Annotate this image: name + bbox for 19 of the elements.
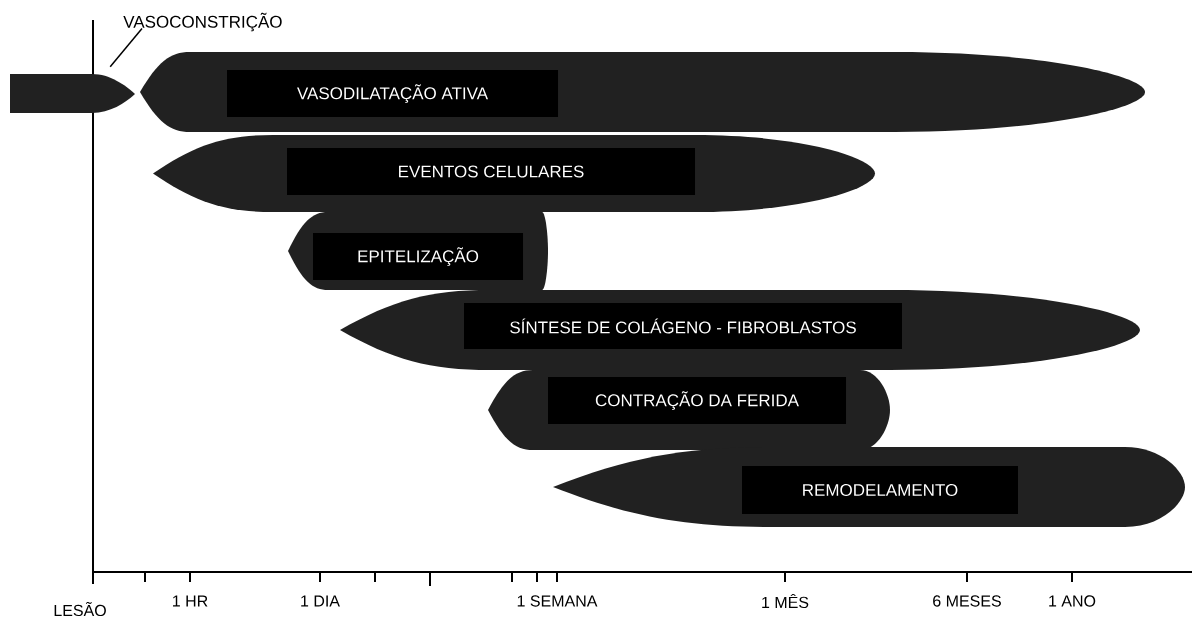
- node-label: EPITELIZAÇÃO: [358, 247, 479, 266]
- leader-line: [109, 27, 143, 68]
- phase-band: CONTRAÇÃO DA FERIDA: [488, 370, 890, 450]
- phase-band: VASODILATAÇÃO ATIVA: [140, 52, 1145, 132]
- node-label: REMODELAMENTO: [803, 483, 958, 497]
- axis-label: 1 SEMANA: [517, 595, 598, 607]
- phase-band: EPITELIZAÇÃO: [288, 212, 548, 290]
- axis-label: LESÃO: [54, 601, 106, 617]
- phase-label: VASOCONSTRIÇÃO: [123, 12, 282, 32]
- axis-label: 1 HR: [173, 595, 208, 607]
- axis-label: 1 ANO: [1049, 595, 1096, 607]
- phase-band: EVENTOS CELULARES: [153, 135, 875, 212]
- axis-label: 1 MÊS: [762, 593, 809, 609]
- phase-band: REMODELAMENTO: [553, 447, 1185, 527]
- node-label: CONTRAÇÃO DA FERIDA: [595, 391, 799, 410]
- phase-band: SÍNTESE DE COLÁGENO - FIBROBLASTOS: [340, 290, 1140, 370]
- axis-label: 1 DIA: [301, 595, 340, 607]
- phase-band: [10, 74, 135, 113]
- axis-label: 6 MESES: [933, 595, 1001, 607]
